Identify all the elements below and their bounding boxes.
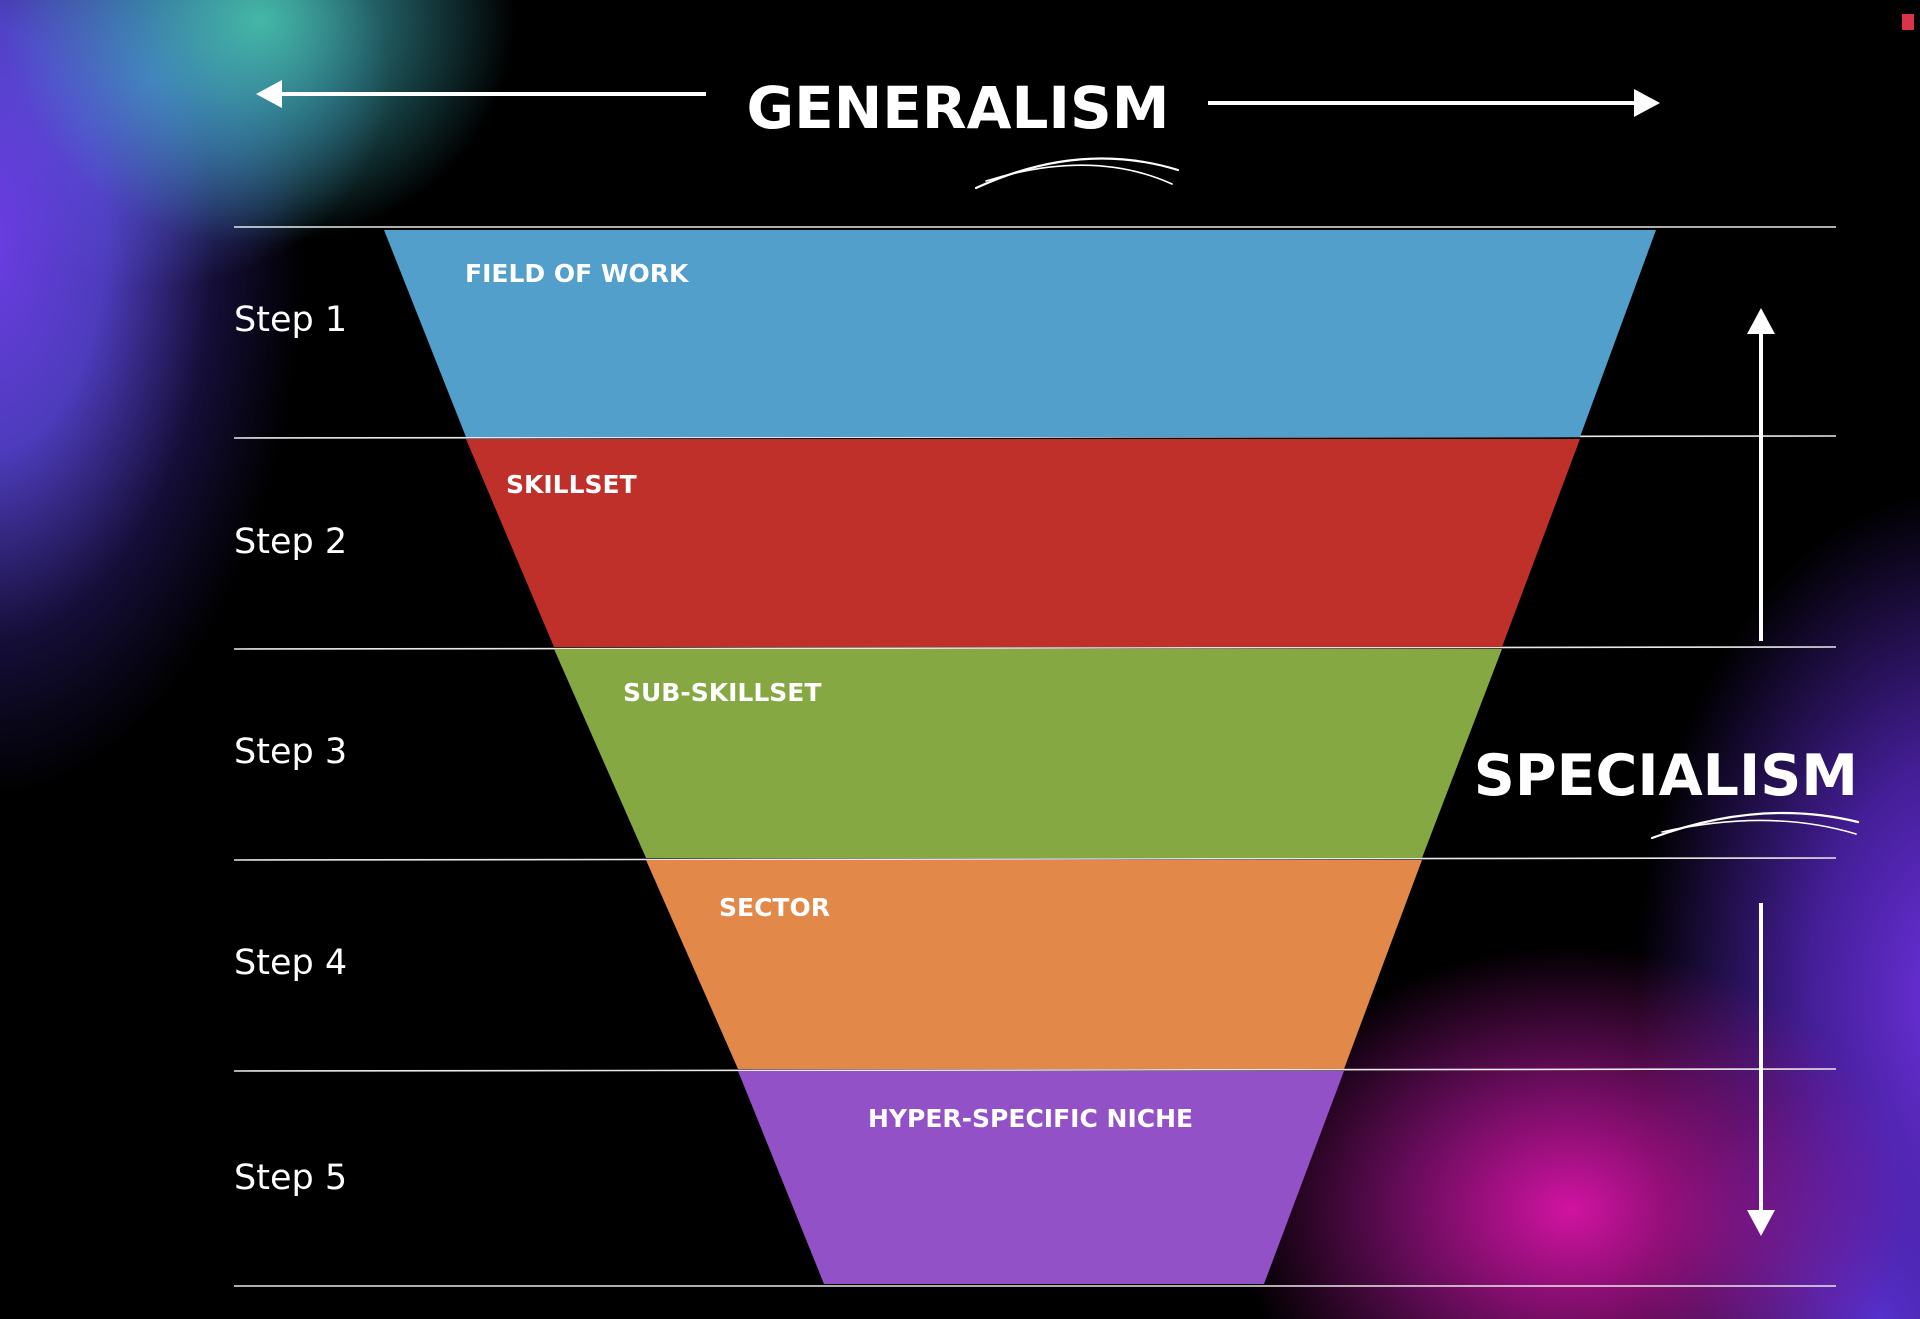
stage-label-sub-skillset: SUB-SKILLSET xyxy=(623,678,821,707)
generalism-title: GENERALISM xyxy=(747,74,1170,142)
divider-line xyxy=(233,646,1837,650)
right-arrow-icon xyxy=(1208,89,1660,117)
bookmark-icon[interactable] xyxy=(1902,14,1914,30)
specialism-swoosh-icon xyxy=(1650,811,1860,840)
up-arrow-icon xyxy=(1747,308,1775,641)
step-label-4: Step 4 xyxy=(234,943,347,983)
step-label-2: Step 2 xyxy=(234,522,347,562)
step-label-1: Step 1 xyxy=(234,300,347,340)
step-label-5: Step 5 xyxy=(234,1158,347,1198)
generalism-swoosh-icon xyxy=(974,157,1180,190)
stage-label-field-of-work: FIELD OF WORK xyxy=(465,259,690,288)
funnel-band-hyper-specific-niche xyxy=(738,1071,1344,1284)
stage-label-skillset: SKILLSET xyxy=(506,470,637,499)
stage-label-hyper-specific-niche: HYPER-SPECIFIC NICHE xyxy=(868,1104,1193,1133)
step-label-3: Step 3 xyxy=(234,732,347,772)
stage-label-sector: SECTOR xyxy=(719,893,830,922)
divider-line xyxy=(233,1068,1837,1072)
funnel-band-field-of-work xyxy=(384,230,1656,437)
funnel-band-sub-skillset xyxy=(554,649,1502,858)
divider-line xyxy=(233,857,1837,861)
funnel-band-sector xyxy=(646,860,1422,1069)
specialism-title: SPECIALISM xyxy=(1474,743,1858,809)
left-arrow-icon xyxy=(256,80,706,108)
funnel-band-skillset xyxy=(466,439,1580,647)
down-arrow-icon xyxy=(1747,903,1775,1236)
